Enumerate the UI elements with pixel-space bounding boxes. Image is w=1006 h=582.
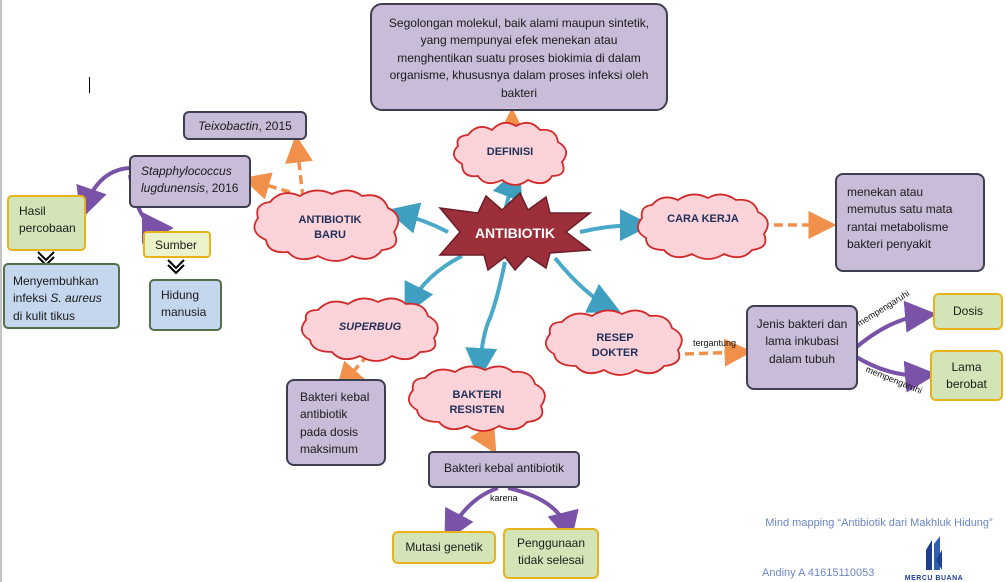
footer-author: Andiny A 41615110053 (762, 567, 875, 579)
hidung-box[interactable]: Hidung manusia (149, 279, 222, 331)
superbug-box[interactable]: Bakteri kebal antibiotik pada dosis maks… (286, 379, 386, 466)
teixobactin-box[interactable]: Teixobactin, 2015 (183, 111, 307, 140)
label-karena: karena (490, 493, 518, 503)
university-logo-icon (926, 536, 942, 570)
sembuh-line1: Menyembuhkan infeksi (13, 274, 99, 306)
teixobactin-name: Teixobactin (198, 119, 259, 133)
hasil-percobaan-box[interactable]: Hasil percobaan (7, 195, 86, 251)
lama-berobat-box[interactable]: Lama berobat (930, 350, 1003, 401)
cloud-bakteri-line1: BAKTERI (452, 389, 502, 401)
orange-connectors (241, 107, 837, 455)
label-tergantung: tergantung (693, 338, 737, 348)
cara-kerja-box[interactable]: menekan atau memutus satu mata rantai me… (835, 173, 985, 272)
cloud-bakteri-line2: RESISTEN (449, 403, 505, 416)
bakteri-kebal-box[interactable]: Bakteri kebal antibiotik (428, 451, 580, 488)
center-star (438, 191, 593, 272)
staph-year: , 2016 (205, 181, 239, 196)
jenis-bakteri-box[interactable]: Jenis bakteri dan lama inkubasi dalam tu… (746, 305, 858, 390)
cloud-superbug[interactable]: SUPERBUG (338, 321, 402, 333)
teixobactin-year: , 2015 (258, 119, 292, 133)
penggunaan-box[interactable]: Penggunaan tidak selesai (503, 528, 599, 579)
university-logo: MERCU BUANA (904, 536, 964, 582)
cloud-antibiotik-baru[interactable]: ANTIBIOTIK BARU (285, 213, 375, 243)
sembuh-organism: S. aureus (50, 291, 102, 306)
cloud-antibiotik-baru-line1: ANTIBIOTIK (298, 214, 362, 226)
cloud-resep-dokter[interactable]: RESEP DOKTER (570, 331, 660, 361)
cloud-antibiotik-baru-line2: BARU (314, 228, 346, 241)
definisi-box[interactable]: Segolongan molekul, baik alami maupun si… (370, 3, 668, 111)
cloud-resep-line2: DOKTER (591, 346, 639, 359)
sumber-box[interactable]: Sumber (143, 231, 211, 258)
center-label[interactable]: ANTIBIOTIK (474, 225, 556, 241)
clouds (253, 121, 769, 432)
staph-name: Stapphylococcus lugdunensis (141, 164, 232, 196)
cloud-definisi[interactable]: DEFINISI (486, 146, 534, 158)
cloud-bakteri-resisten[interactable]: BAKTERI RESISTEN (432, 388, 522, 418)
menyembuhkan-box[interactable]: Menyembuhkan infeksi S. aureus di kulit … (3, 263, 120, 329)
staph-box[interactable]: Stapphylococcus lugdunensis, 2016 (129, 155, 251, 208)
cloud-resep-line1: RESEP (596, 332, 634, 344)
cloud-cara-kerja[interactable]: CARA KERJA (667, 213, 739, 225)
sembuh-line2: di kulit tikus (13, 308, 76, 323)
text-cursor (89, 77, 90, 93)
footer-title: Mind mapping “Antibiotik dari Makhluk Hi… (765, 517, 993, 529)
mutasi-box[interactable]: Mutasi genetik (392, 531, 496, 564)
dosis-box[interactable]: Dosis (933, 293, 1003, 330)
university-logo-text: MERCU BUANA (904, 575, 964, 582)
